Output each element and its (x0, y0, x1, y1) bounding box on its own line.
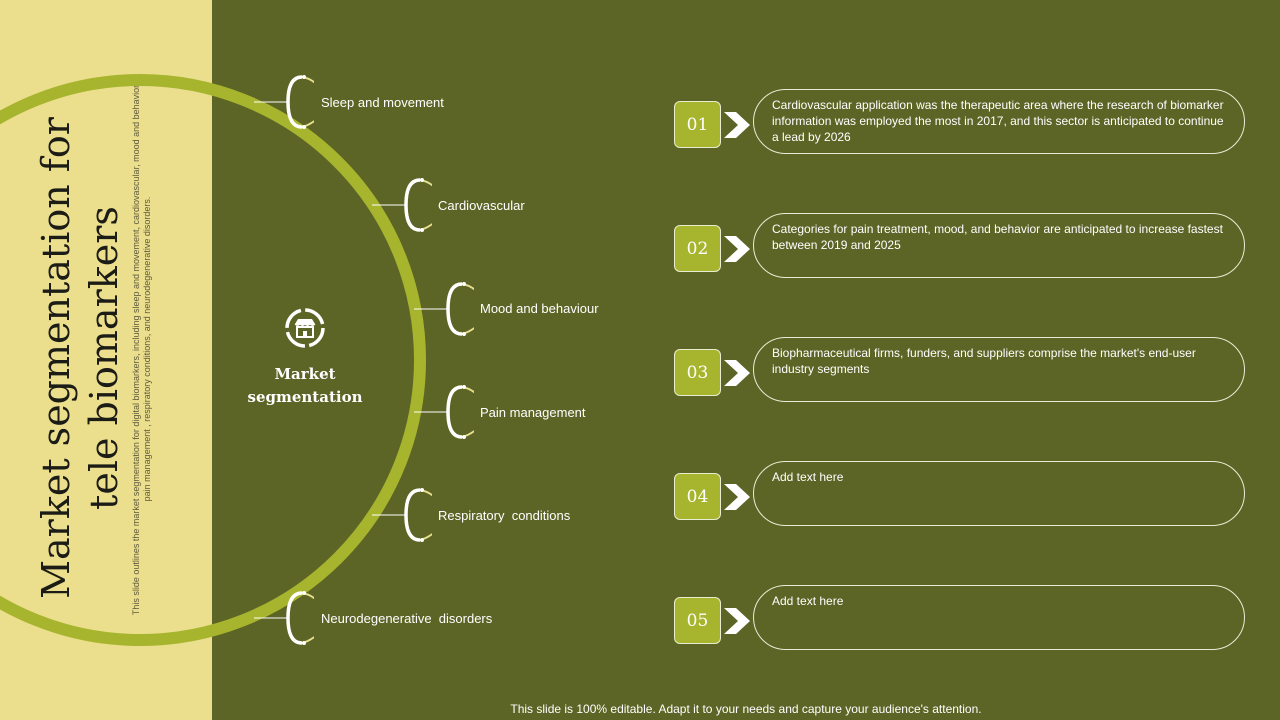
left-panel (0, 0, 212, 720)
chevron-right-icon (724, 236, 750, 262)
stethoscope-icon (414, 282, 474, 336)
segment-label: Cardiovascular (438, 198, 525, 213)
chevron-right-icon (724, 112, 750, 138)
point-text-box: Cardiovascular application was the thera… (753, 89, 1245, 154)
segment-label: Pain management (480, 405, 586, 420)
point-number-badge: 05 (674, 597, 721, 644)
point-number-badge: 02 (674, 225, 721, 272)
chevron-right-icon (724, 484, 750, 510)
stethoscope-icon (254, 591, 314, 645)
point-text-box: Add text here (753, 461, 1245, 526)
point-number-badge: 04 (674, 473, 721, 520)
segment-label: Neurodegenerative disorders (321, 611, 493, 626)
point-number-badge: 03 (674, 349, 721, 396)
point-text-box: Add text here (753, 585, 1245, 650)
stethoscope-icon (254, 75, 314, 129)
point-text-box: Biopharmaceutical firms, funders, and su… (753, 337, 1245, 402)
center-label: Market segmentation (247, 365, 363, 406)
segment-label: Sleep and movement (321, 95, 444, 110)
stethoscope-icon (372, 488, 432, 542)
point-number-badge: 01 (674, 101, 721, 148)
market-stall-icon (285, 308, 325, 348)
stethoscope-icon (414, 385, 474, 439)
stethoscope-icon (372, 178, 432, 232)
footer-note: This slide is 100% editable. Adapt it to… (510, 702, 982, 716)
segment-label: Respiratory conditions (438, 508, 571, 523)
chevron-right-icon (724, 608, 750, 634)
segment-label: Mood and behaviour (480, 301, 599, 316)
chevron-right-icon (724, 360, 750, 386)
point-text-box: Categories for pain treatment, mood, and… (753, 213, 1245, 278)
